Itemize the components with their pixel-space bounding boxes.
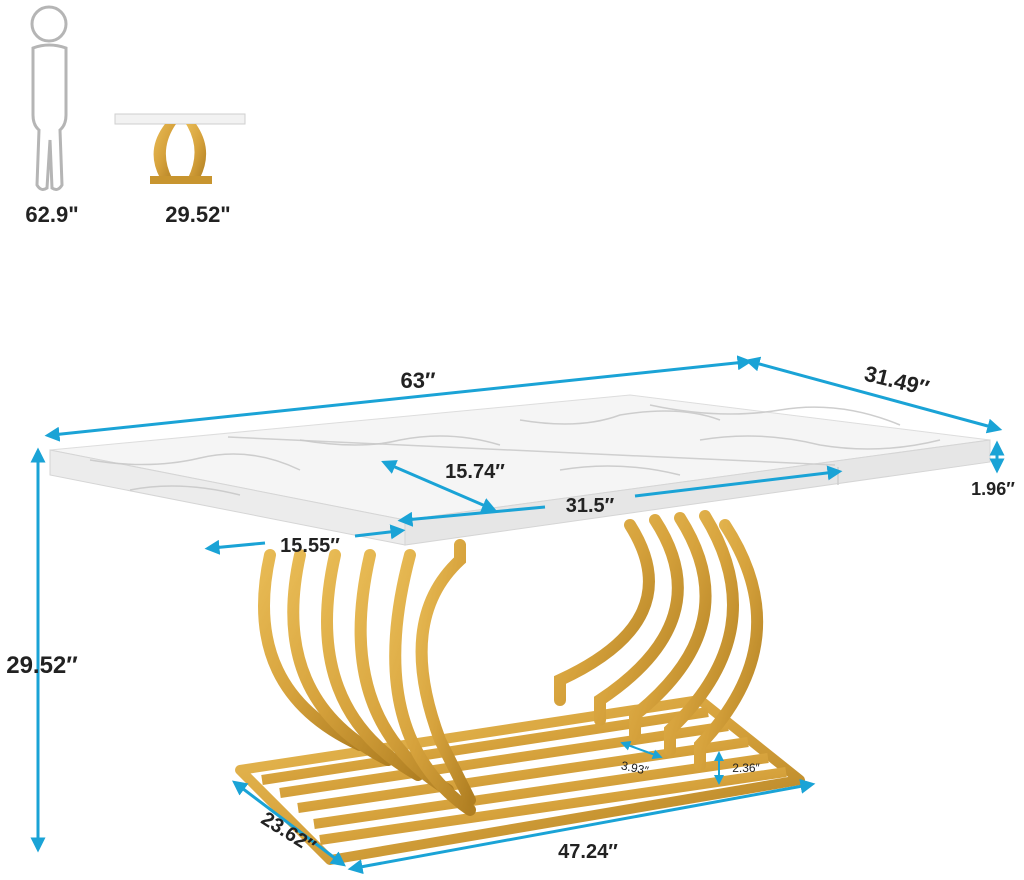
dimension-arrows — [30, 355, 1005, 875]
left-curved-legs — [258, 539, 476, 816]
small-table-height-label: 29.52" — [165, 202, 230, 227]
small-table-icon — [114, 113, 246, 184]
side-panel-length-label: 15.55″ — [280, 535, 340, 557]
base-length-label: 47.24″ — [558, 841, 618, 863]
base-gap-label: 3.93″ — [620, 758, 651, 778]
right-curved-legs — [554, 510, 764, 771]
table-height-label: 29.52″ — [6, 652, 78, 679]
top-length-label: 63″ — [400, 368, 435, 393]
base-bar-height-label: 2.36″ — [732, 761, 760, 775]
panel-width-label: 15.74″ — [445, 461, 505, 483]
top-thickness-label: 1.96″ — [971, 479, 1015, 499]
marble-tabletop — [49, 394, 991, 546]
person-silhouette-icon — [30, 5, 68, 191]
person-height-label: 62.9" — [25, 202, 78, 227]
middle-panel-length-label: 31.5″ — [566, 495, 615, 517]
